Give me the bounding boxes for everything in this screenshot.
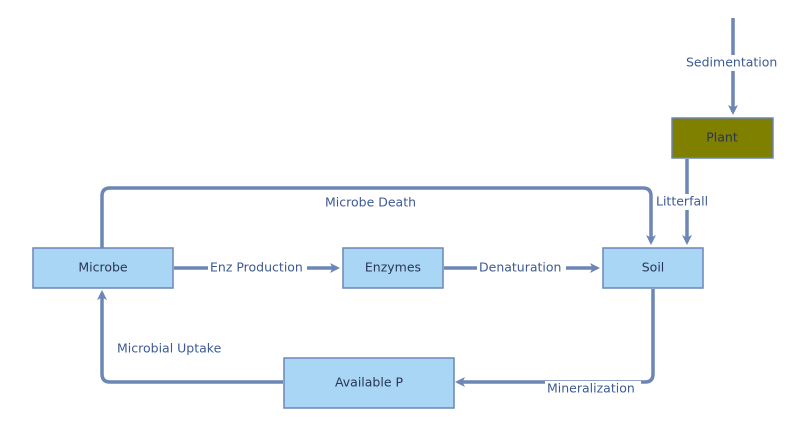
available-p-node: Available P (283, 357, 455, 409)
soil-node-label: Soil (642, 260, 665, 275)
available-p-node-label: Available P (335, 375, 404, 390)
microbe-death-label: Microbe Death (325, 195, 416, 210)
microbial-uptake-label-text: Microbial Uptake (117, 341, 222, 356)
sedimentation-label: Sedimentation (684, 55, 782, 71)
plant-node: Plant (671, 117, 774, 159)
enzymes-node-label: Enzymes (365, 260, 421, 275)
enzymes-node: Enzymes (342, 247, 444, 289)
mineralization-label: Mineralization (545, 381, 641, 397)
litterfall-label-text: Litterfall (656, 194, 708, 209)
mineralization-label-text: Mineralization (547, 381, 635, 396)
soil-node: Soil (602, 247, 704, 289)
enz-production-label-text: Enz Production (210, 260, 303, 275)
microbe-death-arrow (100, 186, 656, 248)
microbial-uptake-arrow (97, 290, 283, 384)
sedimentation-label-text: Sedimentation (686, 55, 777, 70)
plant-node-label: Plant (706, 130, 738, 145)
microbial-uptake-label: Microbial Uptake (117, 341, 222, 356)
denaturation-label-text: Denaturation (479, 260, 561, 275)
denaturation-label: Denaturation (477, 260, 566, 276)
litterfall-label: Litterfall (654, 194, 722, 210)
microbe-node-label: Microbe (78, 260, 128, 275)
enz-production-label: Enz Production (208, 260, 307, 276)
microbe-death-label-text: Microbe Death (325, 195, 416, 210)
microbe-node: Microbe (32, 247, 174, 289)
mineralization-arrow (455, 289, 655, 387)
